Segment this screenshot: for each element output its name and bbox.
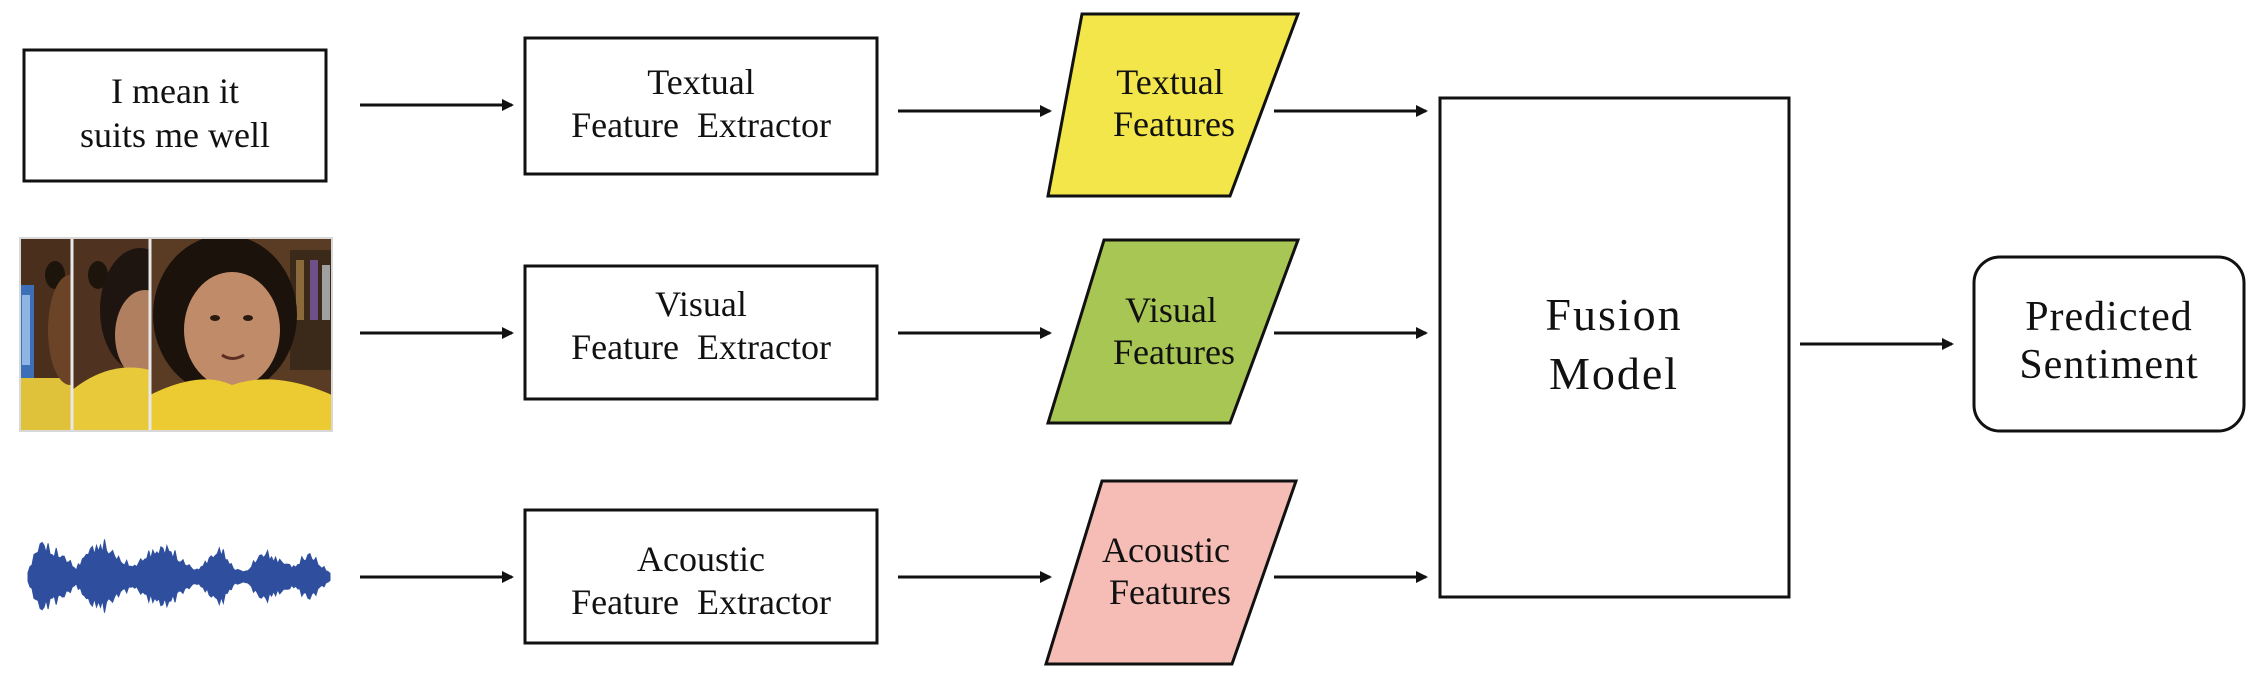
textual-extractor-line1: Textual — [647, 62, 754, 102]
textual-features-shape: Textual Features — [1046, 12, 1301, 198]
fusion-model-box: Fusion Model — [1438, 96, 1791, 599]
acoustic-extractor-line2: Feature Extractor — [571, 582, 831, 622]
predicted-sentiment-line1: Predicted — [2025, 294, 2193, 340]
visual-features-shape: Visual Features — [1045, 238, 1301, 425]
visual-extractor-line2: Feature Extractor — [571, 327, 831, 367]
acoustic-features-line1: Acoustic — [1102, 530, 1230, 570]
fusion-model-line2: Model — [1549, 348, 1679, 399]
acoustic-features-line2: Features — [1109, 572, 1231, 612]
video-frames-icon — [19, 237, 333, 432]
textual-extractor-line2: Feature Extractor — [571, 105, 831, 145]
acoustic-extractor-line1: Acoustic — [637, 539, 765, 579]
connector-arrows — [360, 99, 1954, 583]
visual-extractor-box: Visual Feature Extractor — [523, 264, 879, 401]
visual-features-line2: Features — [1113, 332, 1235, 372]
acoustic-features-shape: Acoustic Features — [1043, 479, 1299, 666]
input-text-line1: I mean it — [111, 71, 239, 111]
input-text-line2: suits me well — [80, 115, 270, 155]
predicted-sentiment-line2: Sentiment — [2019, 342, 2198, 388]
audio-waveform-icon — [27, 539, 331, 613]
textual-extractor-box: Textual Feature Extractor — [523, 36, 879, 176]
input-text-box: I mean it suits me well — [22, 48, 328, 183]
visual-features-line1: Visual — [1125, 290, 1217, 330]
textual-features-line1: Textual — [1116, 62, 1223, 102]
fusion-model-line1: Fusion — [1545, 289, 1682, 340]
acoustic-extractor-box: Acoustic Feature Extractor — [523, 508, 879, 645]
predicted-sentiment-box: Predicted Sentiment — [1972, 255, 2246, 433]
visual-extractor-line1: Visual — [655, 284, 747, 324]
textual-features-line2: Features — [1113, 104, 1235, 144]
